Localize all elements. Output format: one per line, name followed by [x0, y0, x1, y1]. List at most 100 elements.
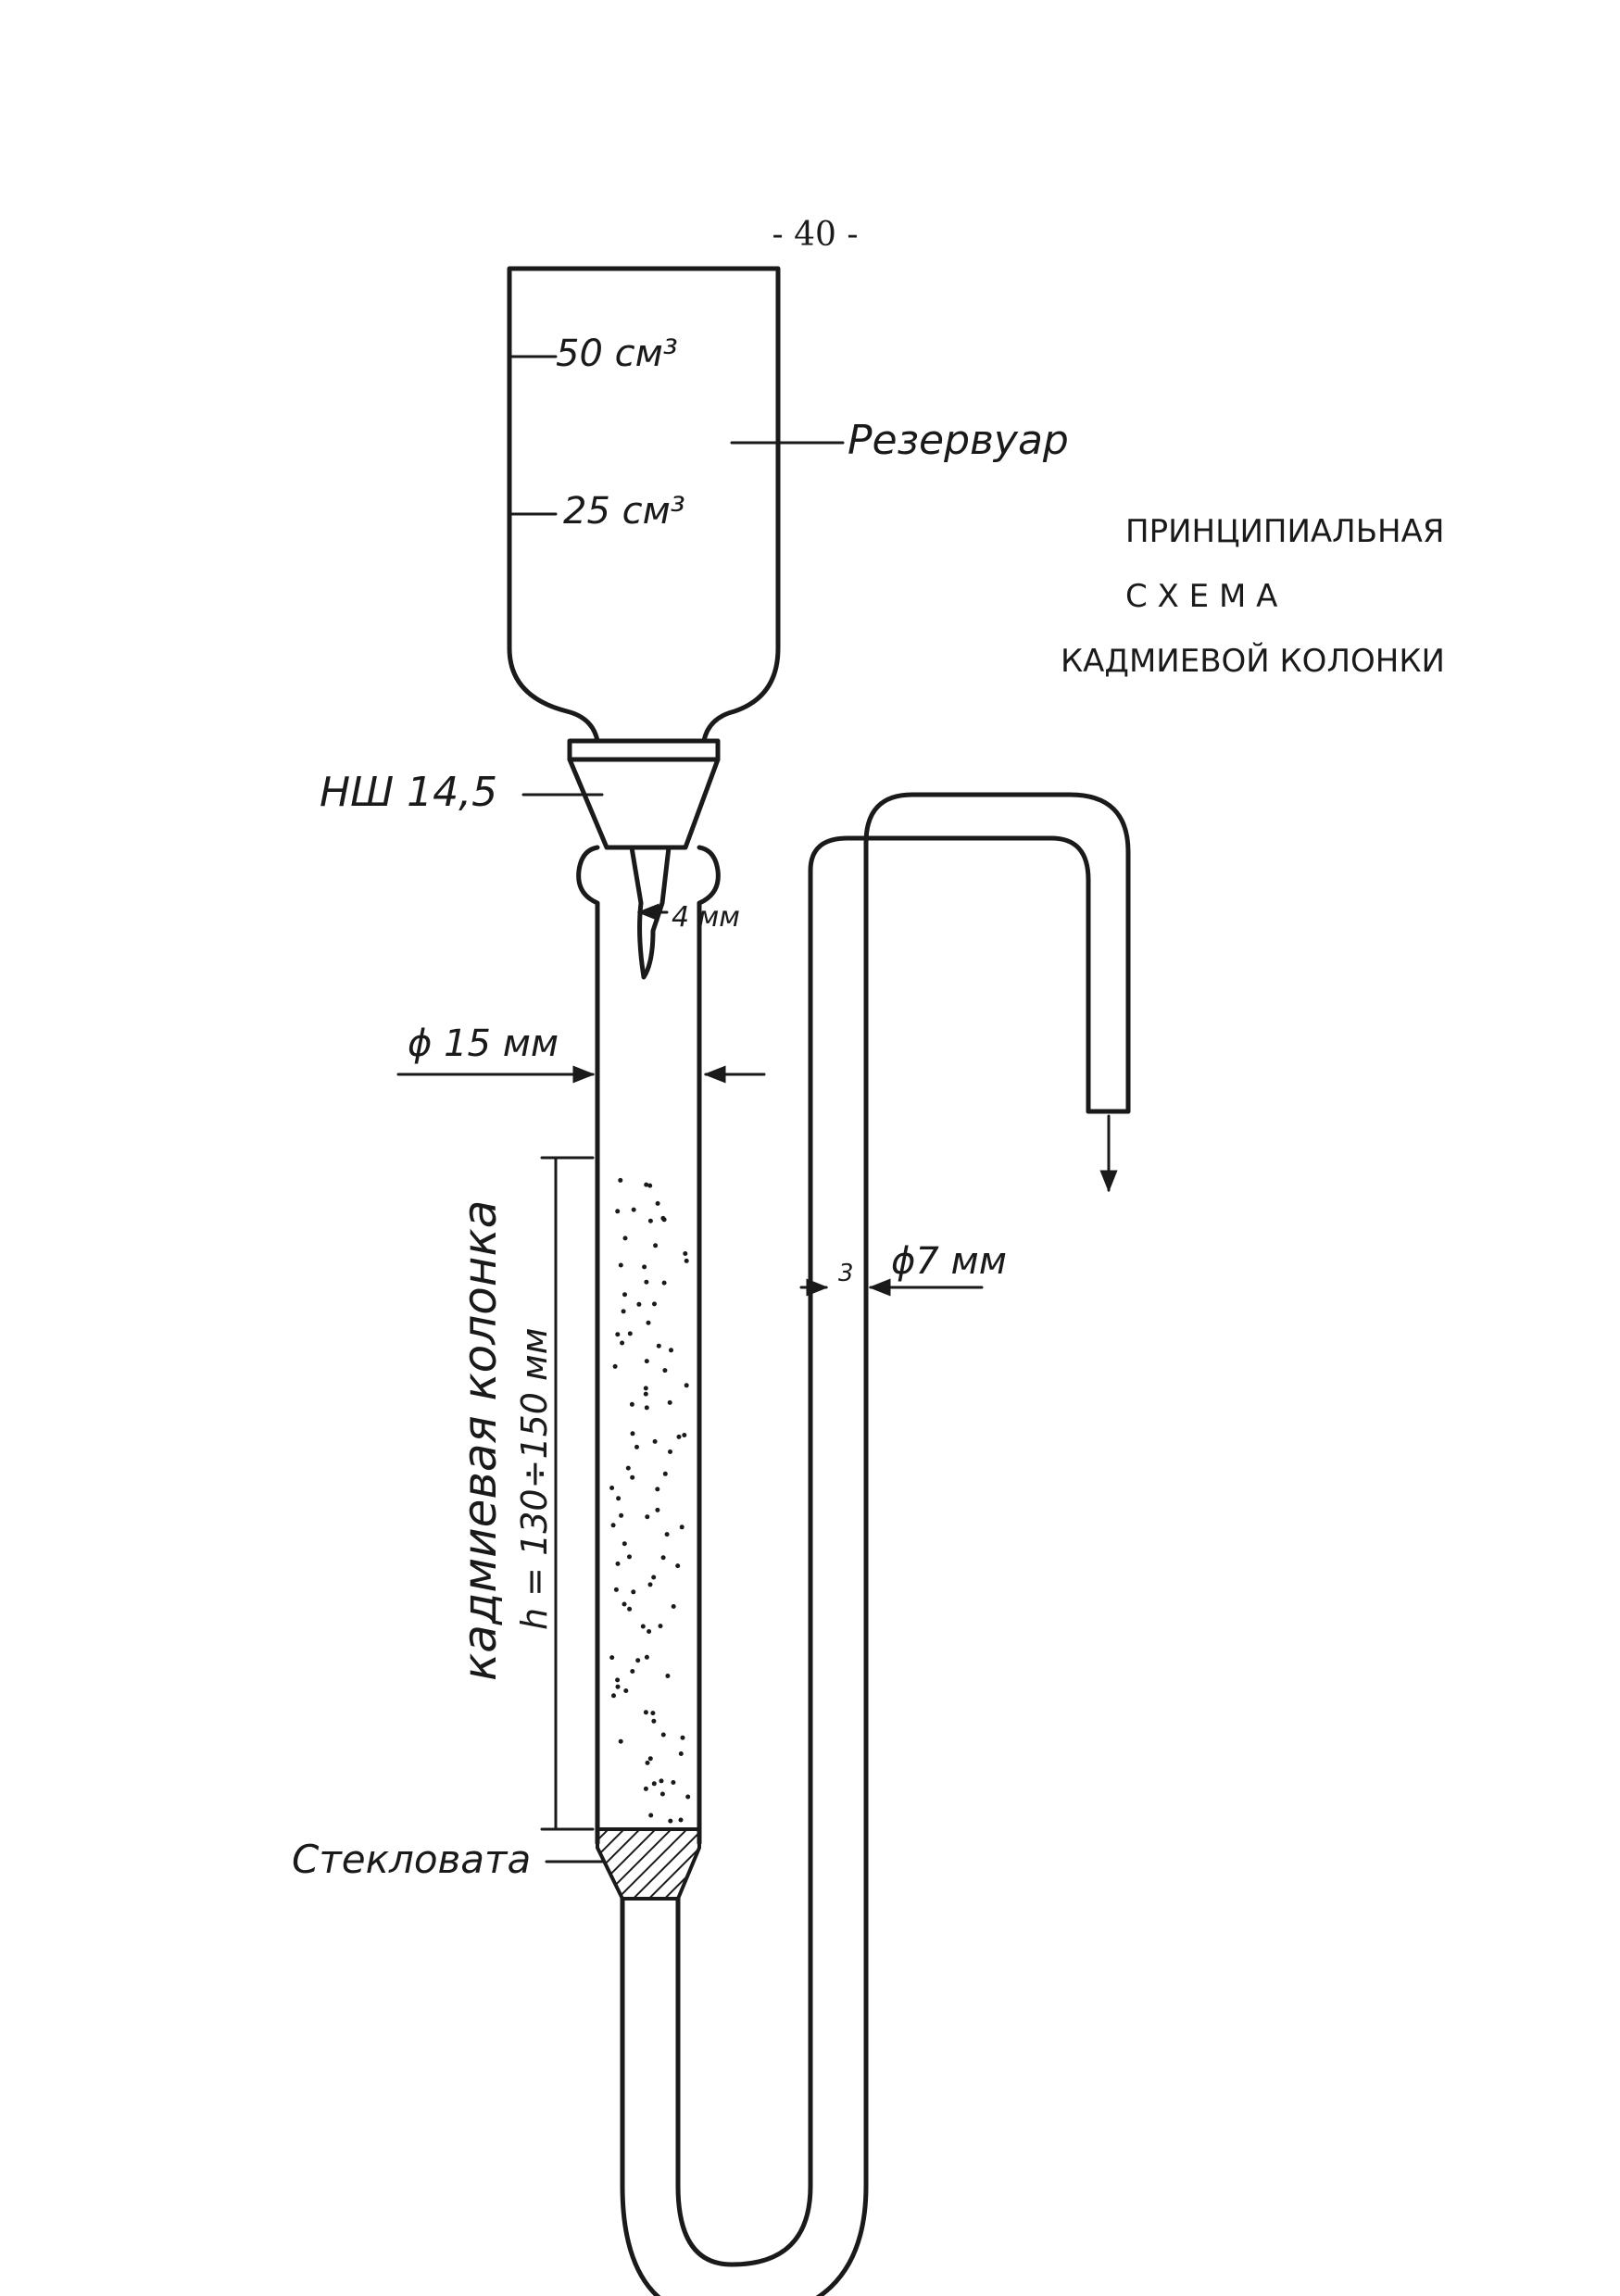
- granule-dot: [650, 1711, 656, 1716]
- page-number: - 40 -: [772, 216, 858, 254]
- granule-dot: [644, 1405, 649, 1411]
- tube-wall-label: 3: [838, 1260, 854, 1287]
- column-height-dimension: [540, 1156, 595, 1831]
- granule-dot: [671, 1780, 676, 1785]
- granule-dot: [627, 1554, 632, 1560]
- granule-dot: [646, 1320, 651, 1325]
- stopcock-width-label: 4 мм: [672, 901, 740, 934]
- mark-25-label: 25 см³: [563, 490, 685, 533]
- granule-dot: [611, 1693, 616, 1699]
- granule-dot: [678, 1817, 684, 1823]
- granule-dot: [629, 1401, 634, 1407]
- granule-dot: [644, 1279, 649, 1285]
- granule-dot: [616, 1496, 622, 1501]
- granule-dot: [655, 1200, 660, 1206]
- granule-dot: [635, 1658, 641, 1663]
- granule-dot: [679, 1524, 684, 1530]
- granule-dot: [647, 1756, 653, 1762]
- granule-dot: [613, 1587, 619, 1592]
- granule-dot: [647, 1582, 653, 1587]
- granule-dot: [642, 1264, 647, 1270]
- reservoir-label: Резервуар: [848, 417, 1069, 464]
- granule-dot: [684, 1258, 689, 1263]
- title-line1: ПРИНЦИПИАЛЬНАЯ: [1125, 513, 1445, 550]
- granule-dot: [665, 1674, 671, 1678]
- granule-dot: [661, 1280, 667, 1286]
- granule-dot: [643, 1786, 648, 1791]
- mark-50-label: 50 см³: [556, 332, 678, 375]
- granule-dot: [622, 1292, 627, 1298]
- granule-dot: [631, 1207, 636, 1212]
- granule-dot: [631, 1589, 636, 1595]
- granule-dot: [643, 1386, 648, 1391]
- granule-dot: [620, 1340, 625, 1346]
- granule-dot: [625, 1465, 631, 1471]
- granule-dot: [682, 1433, 687, 1437]
- granule-dot: [684, 1383, 689, 1388]
- granule-dot: [615, 1209, 621, 1214]
- granule-dot: [656, 1343, 661, 1349]
- granule-dot: [662, 1368, 668, 1374]
- granule-dot: [678, 1751, 684, 1756]
- cadmium-granules: [609, 1177, 691, 1824]
- column-height-label: h = 130÷150 мм: [514, 1328, 555, 1630]
- granule-dot: [655, 1487, 660, 1492]
- granule-dot: [648, 1813, 654, 1818]
- granule-dot: [659, 1791, 665, 1797]
- title-line3: КАДМИЕВОЙ КОЛОНКИ: [1061, 642, 1445, 680]
- ground-joint: [521, 738, 721, 850]
- granule-dot: [660, 1732, 666, 1738]
- column-tube: [576, 845, 721, 1846]
- tube-diameter-label: ϕ7 мм: [891, 1240, 1007, 1283]
- granule-dot: [618, 1262, 623, 1268]
- granule-dot: [644, 1359, 649, 1364]
- granule-dot: [627, 1606, 633, 1612]
- granule-dot: [668, 1818, 673, 1824]
- granule-dot: [644, 1654, 649, 1660]
- column-diameter-label: ϕ 15 мм: [408, 1023, 559, 1065]
- granule-dot: [652, 1438, 658, 1444]
- granule-dot: [661, 1217, 667, 1223]
- granule-dot: [619, 1512, 624, 1518]
- granule-dot: [644, 1182, 649, 1187]
- granule-dot: [671, 1604, 676, 1609]
- granule-dot: [651, 1575, 657, 1580]
- granule-dot: [647, 1183, 653, 1188]
- granule-dot: [643, 1391, 648, 1397]
- granule-dot: [653, 1243, 659, 1248]
- granule-dot: [685, 1794, 691, 1800]
- granule-dot: [667, 1399, 672, 1405]
- granule-dot: [659, 1778, 664, 1784]
- granule-dot: [669, 1348, 673, 1353]
- granule-dot: [634, 1444, 639, 1449]
- granule-dot: [658, 1624, 663, 1629]
- glass-wool-label: Стекловата: [292, 1837, 531, 1882]
- granule-dot: [618, 1738, 623, 1744]
- title-line2: С Х Е М А: [1125, 578, 1277, 615]
- granule-dot: [615, 1332, 621, 1337]
- granule-dot: [647, 1218, 653, 1223]
- granule-dot: [622, 1541, 627, 1547]
- granule-dot: [622, 1236, 628, 1241]
- glass-wool-plug: [545, 1827, 701, 1901]
- granule-dot: [675, 1563, 681, 1569]
- granule-dot: [610, 1523, 616, 1528]
- granule-dot: [647, 1629, 652, 1634]
- granule-dot: [651, 1781, 657, 1787]
- granule-dot: [651, 1718, 657, 1724]
- granule-dot: [640, 1624, 646, 1629]
- granule-dot: [655, 1507, 660, 1512]
- granule-dot: [630, 1431, 635, 1437]
- granule-dot: [615, 1561, 621, 1566]
- granule-dot: [664, 1532, 670, 1537]
- granule-dot: [623, 1688, 629, 1693]
- granule-dot: [683, 1251, 688, 1256]
- granule-dot: [615, 1684, 621, 1689]
- granule-dot: [622, 1601, 627, 1607]
- granule-dot: [652, 1301, 657, 1307]
- granule-dot: [609, 1655, 615, 1661]
- granule-dot: [643, 1710, 648, 1715]
- granule-dot: [645, 1760, 650, 1765]
- granule-dot: [668, 1449, 672, 1454]
